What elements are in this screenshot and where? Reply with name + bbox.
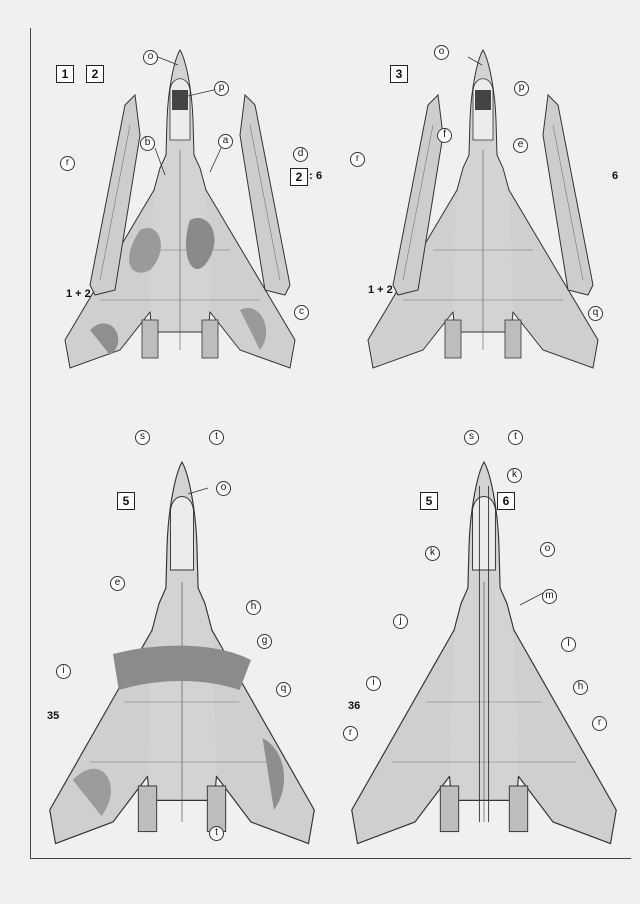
aircraft-top-right	[367, 49, 599, 369]
ratio-num-6: 6	[316, 170, 323, 182]
callout-bl-t: t	[209, 826, 224, 841]
model-box-5-br: 5	[420, 492, 438, 510]
callout-tl-p: p	[214, 81, 229, 96]
ratio-colon: :	[309, 170, 313, 182]
callout-tr-f: f	[437, 128, 452, 143]
ref-36: 36	[348, 700, 361, 712]
aircraft-bottom-right	[351, 461, 617, 845]
callout-tl-t: t	[209, 430, 224, 445]
ref-35: 35	[47, 710, 60, 722]
aircraft-bottom-left	[49, 461, 315, 845]
callout-br-r-right: r	[592, 716, 607, 731]
aircraft-top-left	[64, 49, 296, 369]
callout-tl-c: c	[294, 305, 309, 320]
callout-tr-p: p	[514, 81, 529, 96]
callout-tl-o: o	[143, 50, 158, 65]
ref-1-plus-2-left: 1 + 2	[66, 288, 91, 300]
callout-br-j: j	[393, 614, 408, 629]
callout-bl-e: e	[110, 576, 125, 591]
callout-tr-t: t	[508, 430, 523, 445]
callout-tl-r: r	[60, 156, 75, 171]
callout-br-r-left: r	[343, 726, 358, 741]
callout-br-k: k	[425, 546, 440, 561]
callout-tr-e: e	[513, 138, 528, 153]
callout-tr-q: q	[588, 306, 603, 321]
callout-br-o: o	[540, 542, 555, 557]
callout-bl-q: q	[276, 682, 291, 697]
model-box-5-bl: 5	[117, 492, 135, 510]
callout-br-k-top: k	[507, 468, 522, 483]
callout-br-i: i	[366, 676, 381, 691]
callout-tr-r: r	[350, 152, 365, 167]
ref-6-tr: 6	[612, 170, 619, 182]
callout-bl-g: g	[257, 634, 272, 649]
callout-tr-s: s	[464, 430, 479, 445]
callout-tr-o: o	[434, 45, 449, 60]
callout-tl-s: s	[135, 430, 150, 445]
ref-1-plus-2-right: 1 + 2	[368, 284, 393, 296]
model-box-1: 1	[56, 65, 74, 83]
callout-br-m: m	[542, 589, 557, 604]
callout-bl-o: o	[216, 481, 231, 496]
callout-br-l: l	[561, 637, 576, 652]
callout-tl-a: a	[218, 134, 233, 149]
callout-br-h: h	[573, 680, 588, 695]
callout-tl-b: b	[140, 136, 155, 151]
sheet-border	[30, 28, 631, 859]
callout-bl-h: h	[246, 600, 261, 615]
ratio-box-2: 2	[290, 168, 308, 186]
model-box-6-br: 6	[497, 492, 515, 510]
model-box-2: 2	[86, 65, 104, 83]
model-box-3: 3	[390, 65, 408, 83]
callout-bl-i: i	[56, 664, 71, 679]
callout-tl-d: d	[293, 147, 308, 162]
